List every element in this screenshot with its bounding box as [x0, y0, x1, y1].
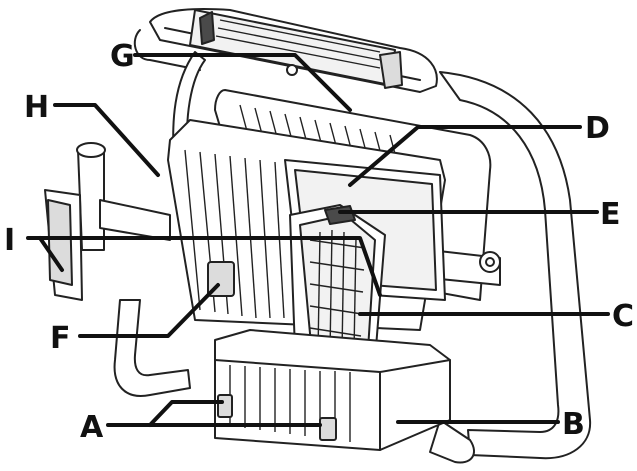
leader-i [26, 236, 382, 297]
callout-i: I [4, 223, 15, 258]
leader-f [78, 283, 220, 338]
callout-labels: G H D E I C F A B [4, 39, 634, 445]
callout-a: A [80, 410, 104, 445]
callout-c: C [612, 299, 634, 334]
callout-b: B [562, 407, 585, 442]
callout-d: D [585, 111, 610, 146]
handle-grip [189, 9, 403, 89]
callout-g: G [110, 39, 135, 74]
leader-d [348, 125, 582, 187]
callout-f: F [50, 321, 71, 356]
base-cradle [214, 329, 451, 451]
callout-h: H [24, 90, 49, 125]
leader-lines [26, 53, 610, 427]
callout-e: E [600, 197, 621, 232]
left-clamps [44, 142, 171, 301]
leader-h [53, 103, 160, 177]
battery-pack [289, 204, 386, 366]
leader-a-branch [148, 400, 224, 427]
leader-g [133, 53, 352, 112]
leader-i-branch [38, 236, 64, 272]
